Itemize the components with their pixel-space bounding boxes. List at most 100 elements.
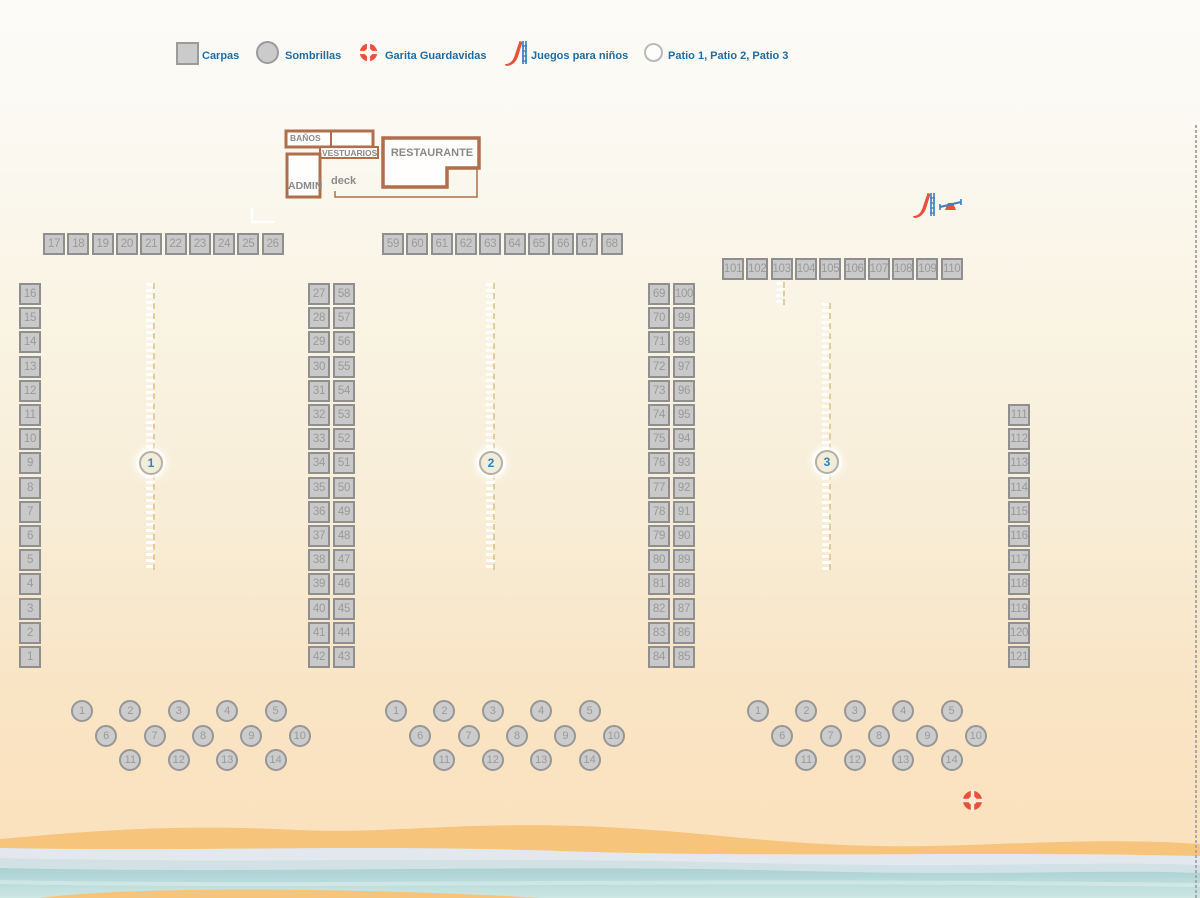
carpa-square[interactable]: 4 [19,573,41,596]
carpa-square[interactable]: 80 [648,549,670,572]
carpa-square[interactable]: 91 [673,500,695,523]
carpa-square[interactable]: 94 [673,428,695,451]
sombrilla-circle[interactable]: 4 [216,700,239,722]
carpa-square[interactable]: 48 [333,525,355,547]
sombrilla-circle[interactable]: 7 [819,724,842,747]
carpa-square[interactable]: 120 [1008,621,1030,644]
carpa-square[interactable]: 34 [308,452,330,475]
sombrilla-circle[interactable]: 14 [940,749,963,772]
sombrilla-circle[interactable]: 12 [843,749,866,772]
carpa-square[interactable]: 100 [673,283,695,305]
sombrilla-circle[interactable]: 7 [457,724,480,747]
carpa-square[interactable]: 27 [308,283,330,305]
carpa-square[interactable]: 26 [261,233,284,255]
sombrilla-circle[interactable]: 7 [143,724,166,747]
sombrilla-circle[interactable]: 13 [892,749,915,772]
carpa-square[interactable]: 105 [819,258,842,280]
sombrilla-circle[interactable]: 4 [892,700,915,722]
carpa-square[interactable]: 71 [648,331,670,354]
carpa-square[interactable]: 9 [19,452,41,475]
carpa-square[interactable]: 101 [722,258,744,280]
carpa-square[interactable]: 30 [308,355,330,378]
carpa-square[interactable]: 115 [1008,500,1030,523]
carpa-square[interactable]: 97 [673,355,695,378]
carpa-square[interactable]: 40 [308,597,330,620]
carpa-square[interactable]: 29 [308,331,330,354]
carpa-square[interactable]: 5 [19,549,41,572]
carpa-square[interactable]: 33 [308,428,330,451]
carpa-square[interactable]: 6 [19,525,41,547]
carpa-square[interactable]: 116 [1008,525,1030,547]
sombrilla-circle[interactable]: 8 [506,724,528,747]
carpa-square[interactable]: 7 [19,500,41,523]
carpa-square[interactable]: 111 [1008,404,1030,426]
sombrilla-circle[interactable]: 3 [481,700,504,722]
sombrilla-circle[interactable]: 8 [868,724,890,747]
carpa-square[interactable]: 63 [479,233,502,255]
carpa-square[interactable]: 110 [940,258,963,280]
carpa-square[interactable]: 17 [43,233,65,255]
carpa-square[interactable]: 55 [333,355,355,378]
sombrilla-circle[interactable]: 11 [119,749,142,772]
carpa-square[interactable]: 82 [648,597,670,620]
carpa-square[interactable]: 11 [19,404,41,426]
sombrilla-circle[interactable]: 10 [288,724,311,747]
carpa-square[interactable]: 39 [308,573,330,596]
sombrilla-circle[interactable]: 9 [916,724,939,747]
carpa-square[interactable]: 22 [164,233,187,255]
carpa-square[interactable]: 42 [308,646,330,668]
carpa-square[interactable]: 89 [673,549,695,572]
carpa-square[interactable]: 23 [188,233,211,255]
carpa-square[interactable]: 72 [648,355,670,378]
carpa-square[interactable]: 35 [308,476,330,499]
carpa-square[interactable]: 70 [648,307,670,330]
carpa-square[interactable]: 61 [430,233,453,255]
carpa-square[interactable]: 73 [648,379,670,402]
carpa-square[interactable]: 66 [552,233,575,255]
sombrilla-circle[interactable]: 8 [192,724,214,747]
carpa-square[interactable]: 12 [19,379,41,402]
carpa-square[interactable]: 51 [333,452,355,475]
sombrilla-circle[interactable]: 6 [95,724,118,747]
carpa-square[interactable]: 83 [648,621,670,644]
sombrilla-circle[interactable]: 12 [481,749,504,772]
carpa-square[interactable]: 118 [1008,573,1030,596]
carpa-square[interactable]: 1 [19,646,41,668]
carpa-square[interactable]: 85 [673,646,695,668]
carpa-square[interactable]: 84 [648,646,670,668]
carpa-square[interactable]: 69 [648,283,670,305]
carpa-square[interactable]: 95 [673,404,695,426]
carpa-square[interactable]: 8 [19,476,41,499]
sombrilla-circle[interactable]: 12 [167,749,190,772]
carpa-square[interactable]: 96 [673,379,695,402]
sombrilla-circle[interactable]: 1 [385,700,407,722]
carpa-square[interactable]: 62 [454,233,477,255]
carpa-square[interactable]: 93 [673,452,695,475]
carpa-square[interactable]: 119 [1008,597,1030,620]
sombrilla-circle[interactable]: 1 [71,700,93,722]
carpa-square[interactable]: 59 [382,233,404,255]
carpa-square[interactable]: 75 [648,428,670,451]
carpa-square[interactable]: 64 [503,233,526,255]
carpa-square[interactable]: 37 [308,525,330,547]
sombrilla-circle[interactable]: 11 [795,749,818,772]
sombrilla-circle[interactable]: 1 [747,700,769,722]
carpa-square[interactable]: 31 [308,379,330,402]
carpa-square[interactable]: 57 [333,307,355,330]
sombrilla-circle[interactable]: 13 [216,749,239,772]
carpa-square[interactable]: 76 [648,452,670,475]
carpa-square[interactable]: 16 [19,283,41,305]
sombrilla-circle[interactable]: 11 [433,749,456,772]
carpa-square[interactable]: 32 [308,404,330,426]
carpa-square[interactable]: 86 [673,621,695,644]
carpa-square[interactable]: 18 [67,233,90,255]
sombrilla-circle[interactable]: 2 [795,700,818,722]
sombrilla-circle[interactable]: 6 [771,724,794,747]
sombrilla-circle[interactable]: 2 [433,700,456,722]
sombrilla-circle[interactable]: 6 [409,724,432,747]
carpa-square[interactable]: 114 [1008,476,1030,499]
carpa-square[interactable]: 36 [308,500,330,523]
sombrilla-circle[interactable]: 2 [119,700,142,722]
sombrilla-circle[interactable]: 14 [578,749,601,772]
carpa-square[interactable]: 74 [648,404,670,426]
